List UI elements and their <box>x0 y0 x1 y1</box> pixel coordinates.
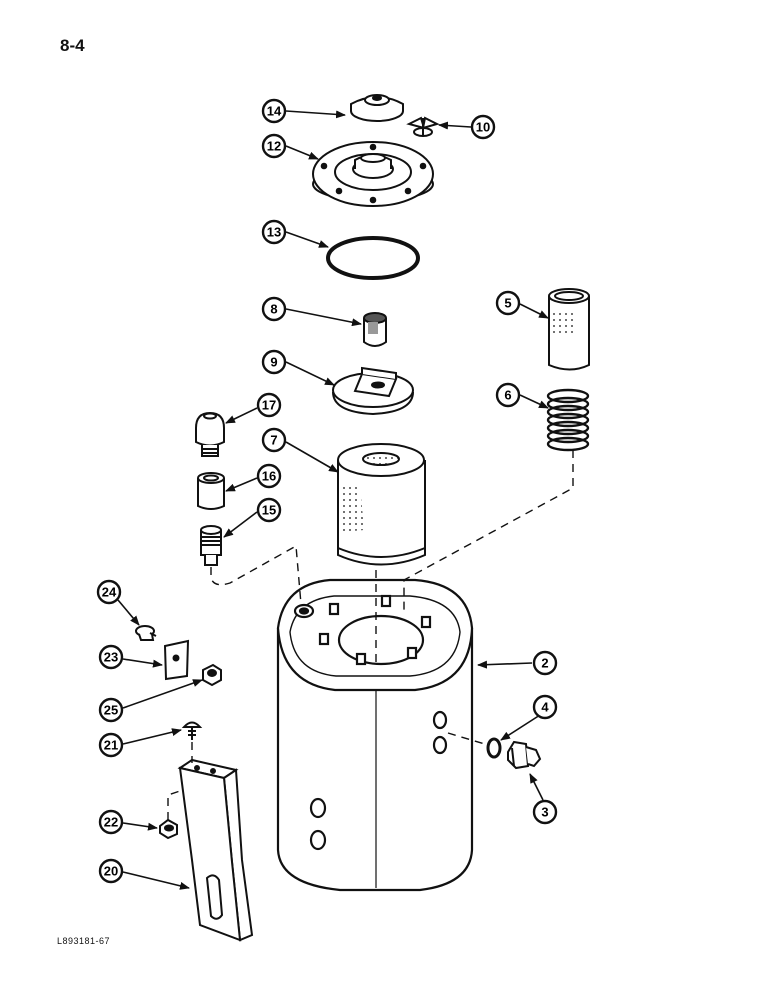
callout-21: 21 <box>98 732 124 758</box>
callout-5-label: 5 <box>504 296 511 311</box>
callout-22: 22 <box>98 809 124 835</box>
callout-10: 10 <box>470 114 496 140</box>
callout-6-label: 6 <box>504 388 511 403</box>
page-number: 8-4 <box>60 36 85 55</box>
valve-cap-part <box>195 411 225 457</box>
callout-6: 6 <box>495 382 521 408</box>
gasket-ring-part <box>326 236 420 280</box>
callout-5: 5 <box>495 290 521 316</box>
mounting-bracket-part <box>177 758 254 942</box>
clamp-plate-part <box>163 639 190 681</box>
callout-12-label: 12 <box>267 139 281 154</box>
callout-12: 12 <box>261 133 287 159</box>
callout-8: 8 <box>261 296 287 322</box>
assembly-paths <box>167 450 574 820</box>
callout-2: 2 <box>532 650 558 676</box>
screen-tube-part <box>548 288 590 371</box>
callout-21-label: 21 <box>104 738 118 753</box>
callout-17: 17 <box>256 392 282 418</box>
callout-3-label: 3 <box>541 805 548 820</box>
spacer-part <box>197 472 225 510</box>
callout-16-label: 16 <box>262 469 276 484</box>
spring-part <box>546 388 590 452</box>
callout-7: 7 <box>261 427 287 453</box>
filler-cap-part <box>350 94 404 122</box>
bracket-bolt-part <box>181 721 203 740</box>
callout-4: 4 <box>532 694 558 720</box>
callout-9-label: 9 <box>270 355 277 370</box>
callout-14: 14 <box>261 98 287 124</box>
callout-20: 20 <box>98 858 124 884</box>
figure-code: L893181-67 <box>57 936 111 946</box>
callout-13: 13 <box>261 219 287 245</box>
callout-13-label: 13 <box>267 225 281 240</box>
callout-24: 24 <box>96 579 122 605</box>
callout-8-label: 8 <box>270 302 277 317</box>
fitting-part <box>200 525 222 566</box>
port-o-ring-part <box>486 737 502 759</box>
callout-23: 23 <box>98 644 124 670</box>
callout-24-label: 24 <box>102 585 117 600</box>
callout-7-label: 7 <box>270 433 277 448</box>
callout-15: 15 <box>256 497 282 523</box>
reservoir-tank-part <box>276 578 474 892</box>
callout-2-label: 2 <box>541 656 548 671</box>
callout-9: 9 <box>261 349 287 375</box>
cover-plate-part <box>312 141 434 207</box>
bracket-nut-part <box>159 818 178 840</box>
drain-plug-part <box>507 740 542 770</box>
callout-23-label: 23 <box>104 650 118 665</box>
callout-3: 3 <box>532 799 558 825</box>
callout-16: 16 <box>256 463 282 489</box>
callout-4-label: 4 <box>541 700 549 715</box>
callout-25: 25 <box>98 697 124 723</box>
filter-element-part <box>337 443 426 566</box>
callout-15-label: 15 <box>262 503 276 518</box>
wing-nut-part <box>406 116 440 137</box>
sleeve-part <box>363 312 387 347</box>
cap-screw-part <box>135 625 157 641</box>
callout-10-label: 10 <box>476 120 490 135</box>
callout-14-label: 14 <box>267 104 282 119</box>
leader-lines <box>117 110 549 890</box>
filter-cover-part <box>332 366 414 416</box>
callout-22-label: 22 <box>104 815 118 830</box>
lock-nut-part <box>202 663 222 687</box>
callout-17-label: 17 <box>262 398 276 413</box>
callout-25-label: 25 <box>104 703 118 718</box>
callout-20-label: 20 <box>104 864 118 879</box>
